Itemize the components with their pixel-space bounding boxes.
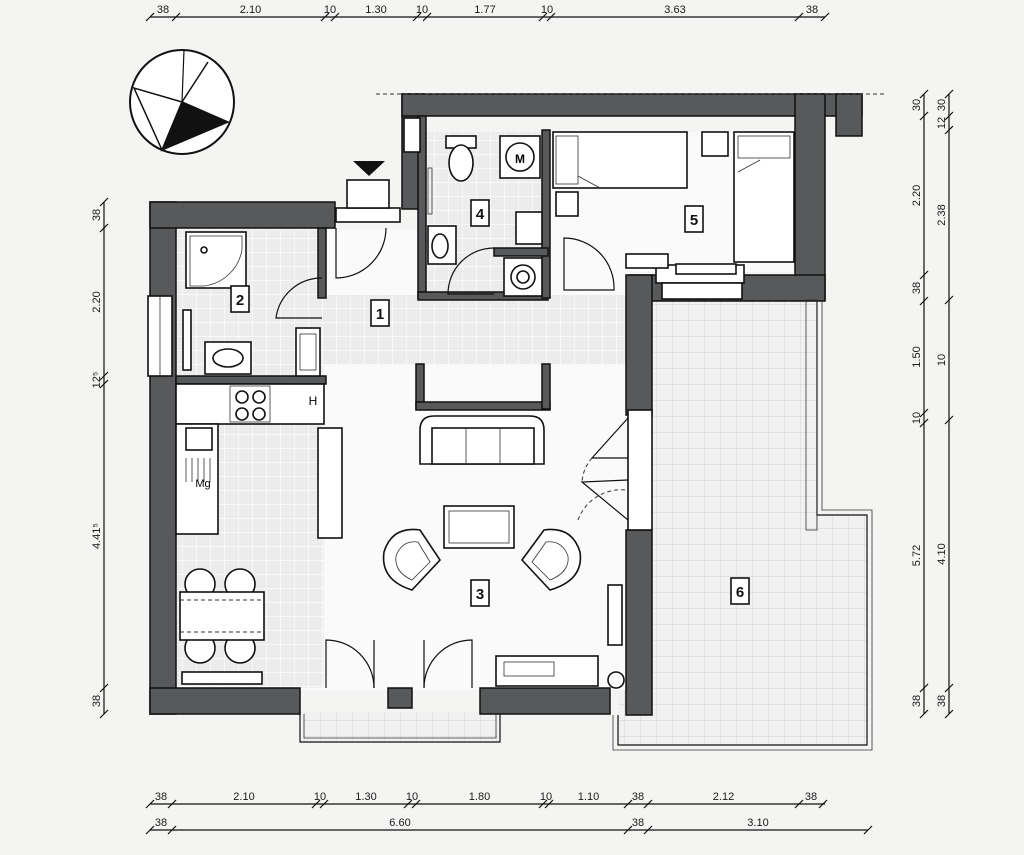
doors [275, 207, 629, 709]
dimension-label: 1.80 [469, 791, 490, 803]
dimension-label: 6.60 [389, 817, 410, 829]
dimension-label: 38 [632, 817, 644, 829]
dimension-label: 30 [911, 99, 923, 111]
washing-machine-label: M [515, 152, 525, 166]
dimension-label: 10 [936, 354, 948, 366]
dimension-label: 38 [155, 817, 167, 829]
dimension-label: 4.10 [936, 543, 948, 564]
room-1-label: 1 [376, 306, 384, 323]
dimension-label: 38 [911, 282, 923, 294]
dimension-label: 10 [314, 791, 326, 803]
dimension-label: 38 [805, 791, 817, 803]
dimension-label: 2.10 [233, 791, 254, 803]
dimension-label: 10 [416, 4, 428, 16]
dimension-label: 3.63 [664, 4, 685, 16]
hall-floor-tiles [324, 295, 626, 365]
dimension-label: 38 [936, 695, 948, 707]
dimension-label: 5.72 [911, 545, 923, 566]
walls [149, 93, 863, 716]
dimension-label: 1.50 [911, 346, 923, 367]
room-3-label: 3 [476, 586, 484, 603]
dimension-label: 12⁵ [91, 372, 103, 389]
room-4-label: 4 [476, 206, 485, 223]
dimension-label: 10 [541, 4, 553, 16]
windows [147, 117, 745, 646]
dimension-label: 10 [540, 791, 552, 803]
dishwasher-label: Mg [195, 478, 210, 490]
entrance-step [346, 179, 390, 209]
dimension-label: 38 [91, 695, 103, 707]
terrace-outline [612, 299, 873, 751]
balcony-floor [303, 712, 498, 742]
dimension-label: 1.30 [365, 4, 386, 16]
entrance-arrow [353, 161, 385, 176]
dimension-label: 1.30 [355, 791, 376, 803]
room-labels: 1 2 3 4 5 6 [230, 199, 750, 607]
dimension-label: 38 [632, 791, 644, 803]
furniture [175, 131, 795, 689]
dimension-label: 10 [406, 791, 418, 803]
compass-rose [129, 49, 235, 155]
dimension-label: 2.20 [91, 291, 103, 312]
dimension-label: 38 [806, 4, 818, 16]
dimension-label: 1.10 [578, 791, 599, 803]
dimension-label: 2.38 [936, 204, 948, 225]
dimension-label: 2.12 [713, 791, 734, 803]
dimension-label: 1.77 [474, 4, 495, 16]
dimension-label: 10 [911, 412, 923, 424]
room-5-label: 5 [690, 212, 698, 229]
hob-label: H [309, 394, 318, 408]
dimension-label: 4.41⁵ [91, 523, 103, 549]
terrace-floor [652, 300, 817, 740]
dimension-lines [103, 16, 950, 831]
dimension-label: 3.10 [747, 817, 768, 829]
dimension-label: 30 [936, 99, 948, 111]
dimension-label: 38 [911, 695, 923, 707]
dimension-label: 2.20 [911, 185, 923, 206]
dimension-label: 38 [155, 791, 167, 803]
dimension-label: 10 [324, 4, 336, 16]
dimension-label: 38 [157, 4, 169, 16]
room-2-label: 2 [236, 292, 244, 309]
dimension-label: 38 [91, 209, 103, 221]
dimension-label: 2.10 [240, 4, 261, 16]
balcony-outline [299, 714, 501, 743]
room-6-label: 6 [736, 584, 744, 601]
